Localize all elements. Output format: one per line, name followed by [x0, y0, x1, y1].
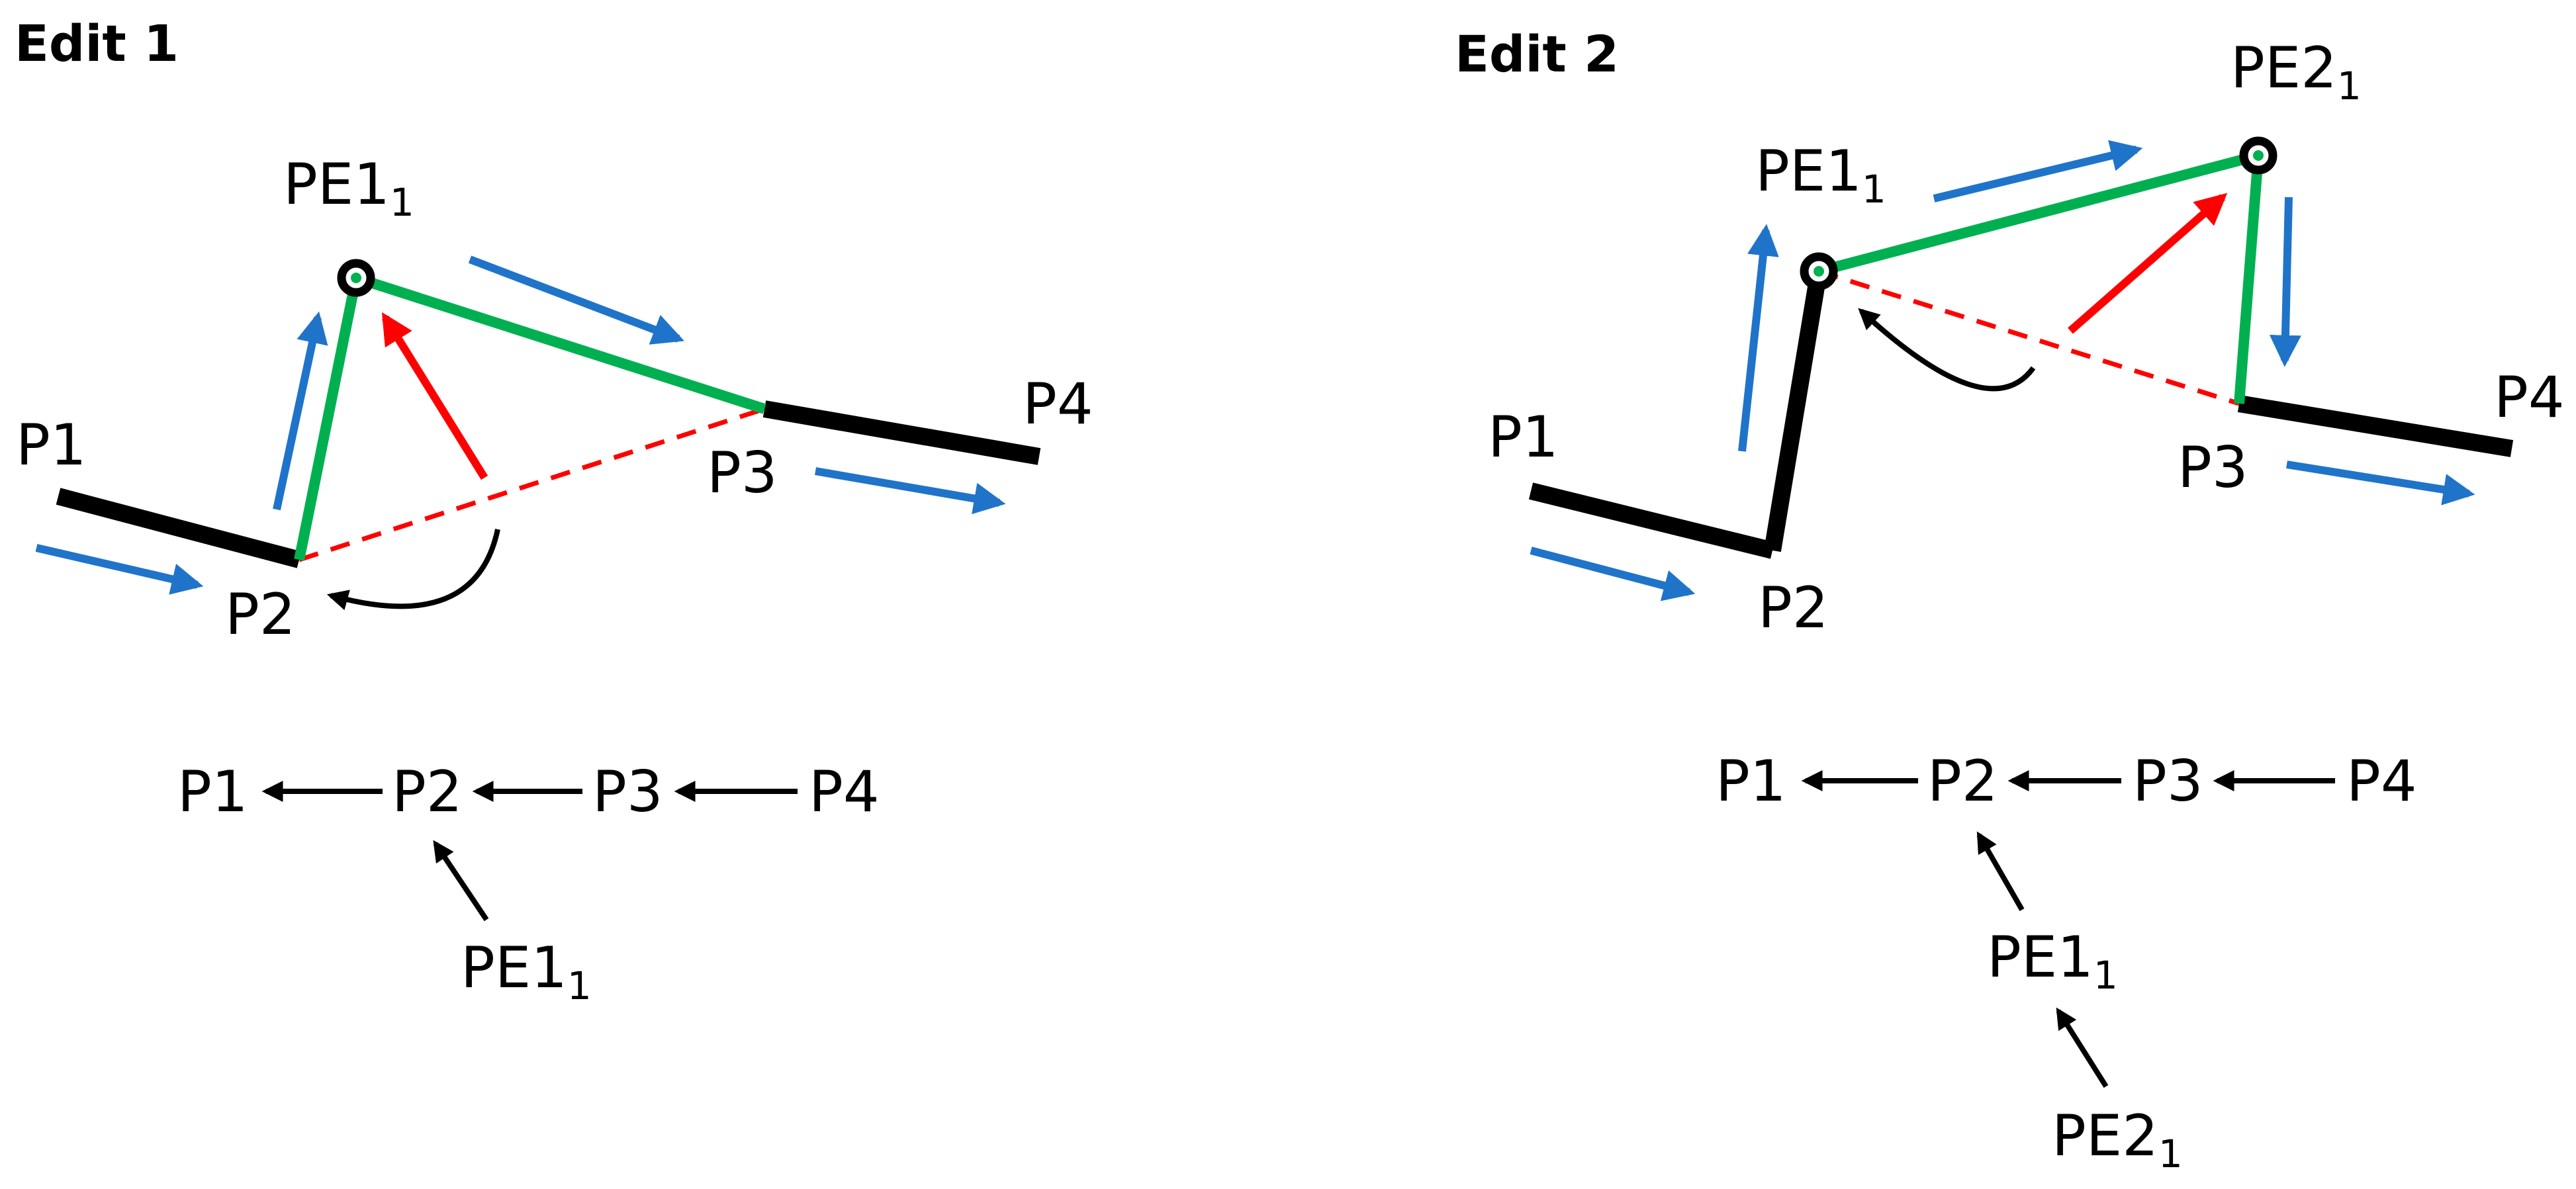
direction-arrow-5	[2286, 461, 2475, 506]
removed-segment-p2-p3	[298, 406, 766, 562]
tree-node-p1: P1	[1716, 748, 1786, 815]
tree-node-p4: P4	[809, 759, 880, 825]
edited-segment-pe1-p3	[354, 273, 766, 414]
segment-p2-pe1	[1764, 269, 1827, 552]
original-segment-p1-p2	[56, 488, 302, 568]
edited-segment-p2-pe1	[294, 277, 361, 561]
tree-arrow-pe1-p2	[433, 840, 489, 922]
topology-tree-edit-2: P1 P2 P3 P4 PE11 PE21	[1716, 748, 2417, 1176]
panel-edit-1: Edit 1 P1 P2 P3 P4 PE11 P1 P2 P3	[15, 14, 1093, 1008]
direction-arrow-2	[273, 311, 328, 511]
edited-segment-pe1-pe2	[1817, 150, 2260, 277]
label-pe2: PE21	[2231, 35, 2362, 109]
tree-node-p4: P4	[2346, 748, 2417, 815]
vertex-pe1-center-dot	[351, 273, 361, 283]
label-p4: P4	[1023, 371, 1093, 437]
label-p2: P2	[1758, 575, 1829, 641]
label-p1: P1	[1488, 404, 1559, 470]
label-p3: P3	[707, 440, 778, 506]
direction-arrow-3	[468, 255, 684, 345]
panel-title-edit-2: Edit 2	[1455, 24, 1619, 83]
tree-arrow-pe2-pe1	[2056, 1007, 2109, 1088]
tree-arrow-pe1-p2	[1976, 831, 2025, 911]
direction-arrow-4	[2269, 197, 2301, 367]
label-p3: P3	[2178, 435, 2248, 501]
panel-edit-2: Edit 2 P1 P2 P3 P4 PE11 PE21	[1455, 24, 2565, 1176]
vertex-pe2-center-dot	[2253, 150, 2264, 161]
direction-arrow-3	[1933, 140, 2143, 202]
tree-node-p3: P3	[2133, 748, 2203, 815]
rotation-arrow	[1858, 308, 2036, 392]
topology-tree-edit-1: P1 P2 P3 P4 PE11	[177, 759, 880, 1008]
panel-title-edit-1: Edit 1	[15, 14, 179, 73]
direction-arrow-1	[1530, 547, 1696, 601]
label-p1: P1	[16, 412, 87, 478]
direction-arrow-1	[35, 544, 204, 595]
vertex-pe1-center-dot	[1814, 266, 1824, 277]
label-p2: P2	[225, 582, 296, 648]
tree-node-pe1: PE11	[461, 935, 592, 1008]
tree-node-p3: P3	[592, 759, 663, 825]
direction-arrow-4	[814, 467, 1006, 515]
removed-segment-pe1-p3	[1817, 269, 2240, 406]
original-segment-p3-p4	[762, 400, 1041, 465]
tree-node-pe2: PE21	[2052, 1103, 2183, 1176]
label-pe1: PE11	[283, 152, 414, 225]
move-arrow	[381, 312, 488, 480]
label-pe1: PE11	[1755, 138, 1886, 212]
tree-node-pe1: PE11	[1987, 924, 2118, 998]
original-segment-p3-p4	[2237, 395, 2514, 457]
tree-node-p2: P2	[1927, 748, 1998, 815]
edited-segment-pe2-p3	[2234, 155, 2264, 404]
direction-arrow-2	[1738, 224, 1779, 452]
tree-node-p1: P1	[177, 759, 248, 825]
tree-node-p2: P2	[392, 759, 463, 825]
rotation-arrow	[326, 529, 500, 611]
label-p4: P4	[2494, 365, 2565, 431]
original-segment-p1-p2	[1528, 482, 1775, 559]
move-arrow	[2068, 193, 2228, 334]
